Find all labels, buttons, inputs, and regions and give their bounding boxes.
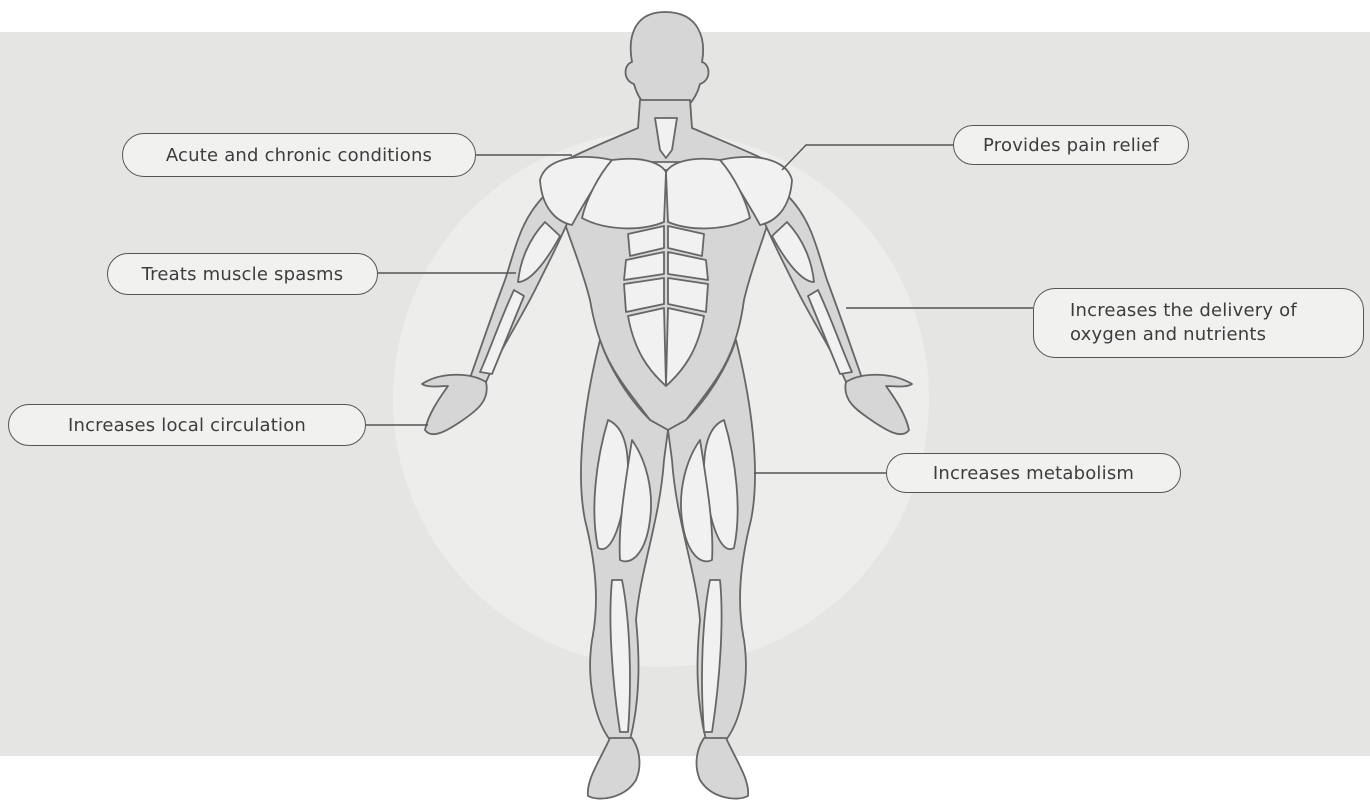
- callout-label: Increases metabolism: [933, 463, 1134, 484]
- callout-label: Treats muscle spasms: [142, 264, 344, 285]
- right-hand: [845, 375, 912, 434]
- callout-local-circulation: Increases local circulation: [8, 404, 366, 446]
- callout-label: Provides pain relief: [983, 135, 1159, 156]
- left-foot: [588, 738, 640, 799]
- callout-acute-chronic: Acute and chronic conditions: [122, 133, 476, 177]
- callout-label: Increases local circulation: [68, 415, 306, 436]
- right-foot: [697, 738, 749, 799]
- callout-muscle-spasms: Treats muscle spasms: [107, 253, 378, 295]
- callout-label: Acute and chronic conditions: [166, 145, 432, 166]
- left-hand: [422, 375, 487, 434]
- right-arm: [757, 195, 862, 382]
- callout-label: Increases the delivery of oxygen and nut…: [1070, 299, 1363, 347]
- callout-pain-relief: Provides pain relief: [953, 125, 1189, 165]
- left-arm: [470, 195, 575, 382]
- connector-pain: [782, 145, 953, 170]
- callout-oxygen-nutrients: Increases the delivery of oxygen and nut…: [1033, 288, 1364, 358]
- callout-metabolism: Increases metabolism: [886, 453, 1181, 493]
